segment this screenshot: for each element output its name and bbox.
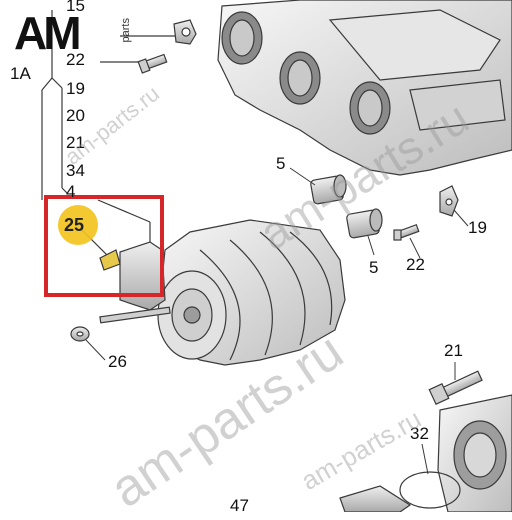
- label-21-left[interactable]: 21: [66, 133, 85, 152]
- clip-19: [439, 185, 459, 217]
- label-34[interactable]: 34: [66, 161, 85, 180]
- label-25[interactable]: 25: [64, 215, 85, 235]
- label-32[interactable]: 32: [410, 424, 429, 443]
- highlight-badge: [58, 205, 98, 245]
- washer-26: [70, 326, 90, 342]
- intake-manifold: [217, 0, 512, 176]
- logo-sub-text: parts: [120, 18, 132, 43]
- label-19-left[interactable]: 19: [66, 79, 85, 98]
- lower-housing: [339, 394, 512, 512]
- leader-lines: [85, 167, 469, 475]
- label-21-right[interactable]: 21: [444, 341, 463, 360]
- am-parts-logo: AM parts: [14, 8, 134, 58]
- label-5-top[interactable]: 5: [276, 154, 286, 173]
- label-22-right[interactable]: 22: [406, 255, 425, 274]
- bolt-22-top: [137, 53, 168, 74]
- wedge-25: [99, 249, 121, 271]
- bracket-part: [173, 19, 197, 45]
- bushing-5a: [310, 174, 347, 205]
- label-4[interactable]: 4: [66, 182, 76, 201]
- label-1a[interactable]: 1A: [10, 64, 31, 83]
- label-47[interactable]: 47: [230, 496, 249, 515]
- label-15[interactable]: 15: [66, 0, 85, 15]
- bolt-22-right: [393, 223, 420, 241]
- highlight-box: [44, 195, 164, 297]
- label-26[interactable]: 26: [108, 352, 127, 371]
- bolt-21: [428, 370, 483, 406]
- label-19-right[interactable]: 19: [468, 218, 487, 237]
- logo-main-text: AM: [14, 7, 82, 59]
- label-20[interactable]: 20: [66, 106, 85, 125]
- label-22-top[interactable]: 22: [66, 50, 85, 69]
- bushing-5b: [346, 208, 383, 239]
- supercharger-body: [157, 219, 346, 366]
- label-5-bottom[interactable]: 5: [369, 258, 379, 277]
